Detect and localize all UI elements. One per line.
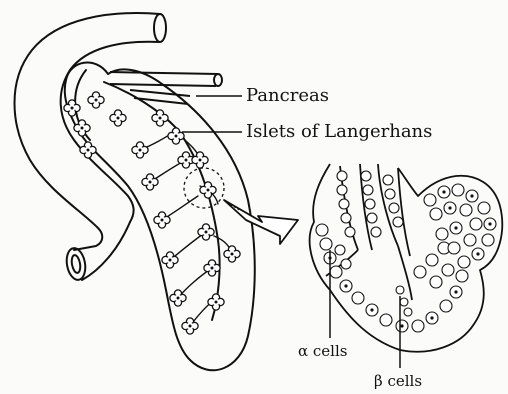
label-alpha-cells: α cells — [298, 344, 347, 359]
magnify-arrow — [224, 200, 298, 244]
label-beta-cells: β cells — [374, 374, 422, 389]
label-pancreas: Pancreas — [246, 87, 329, 105]
label-islets-of-langerhans: Islets of Langerhans — [246, 123, 432, 141]
